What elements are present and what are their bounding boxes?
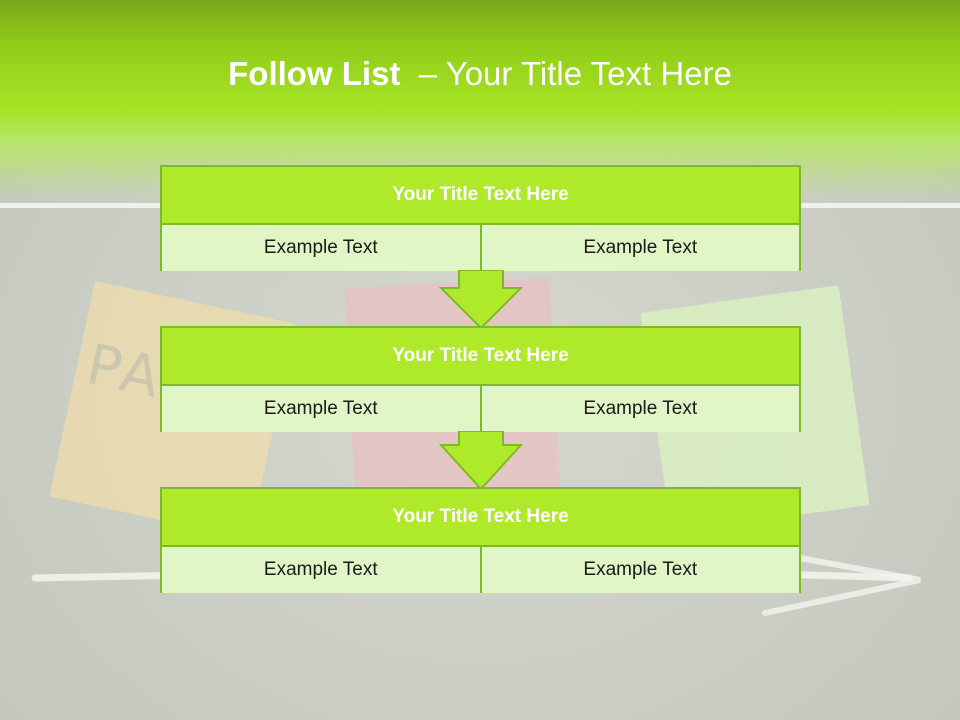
- list-block-1: Your Title Text Here Example Text Exampl…: [160, 165, 801, 271]
- block-cell-left: Example Text: [162, 225, 480, 271]
- list-block-3: Your Title Text Here Example Text Exampl…: [160, 487, 801, 593]
- block-title: Your Title Text Here: [162, 489, 799, 547]
- block-cell-right: Example Text: [479, 547, 799, 593]
- block-title: Your Title Text Here: [162, 167, 799, 225]
- block-row: Example Text Example Text: [162, 225, 799, 271]
- down-arrow-icon: [439, 431, 523, 491]
- down-arrow-icon: [439, 270, 523, 330]
- block-row: Example Text Example Text: [162, 386, 799, 432]
- block-cell-right: Example Text: [479, 386, 799, 432]
- title-bold: Follow List: [228, 55, 401, 92]
- block-title: Your Title Text Here: [162, 328, 799, 386]
- list-block-2: Your Title Text Here Example Text Exampl…: [160, 326, 801, 432]
- block-row: Example Text Example Text: [162, 547, 799, 593]
- block-cell-left: Example Text: [162, 547, 480, 593]
- block-cell-left: Example Text: [162, 386, 480, 432]
- page-title: Follow List – Your Title Text Here: [0, 55, 960, 93]
- block-cell-right: Example Text: [479, 225, 799, 271]
- title-rest: – Your Title Text Here: [400, 55, 732, 92]
